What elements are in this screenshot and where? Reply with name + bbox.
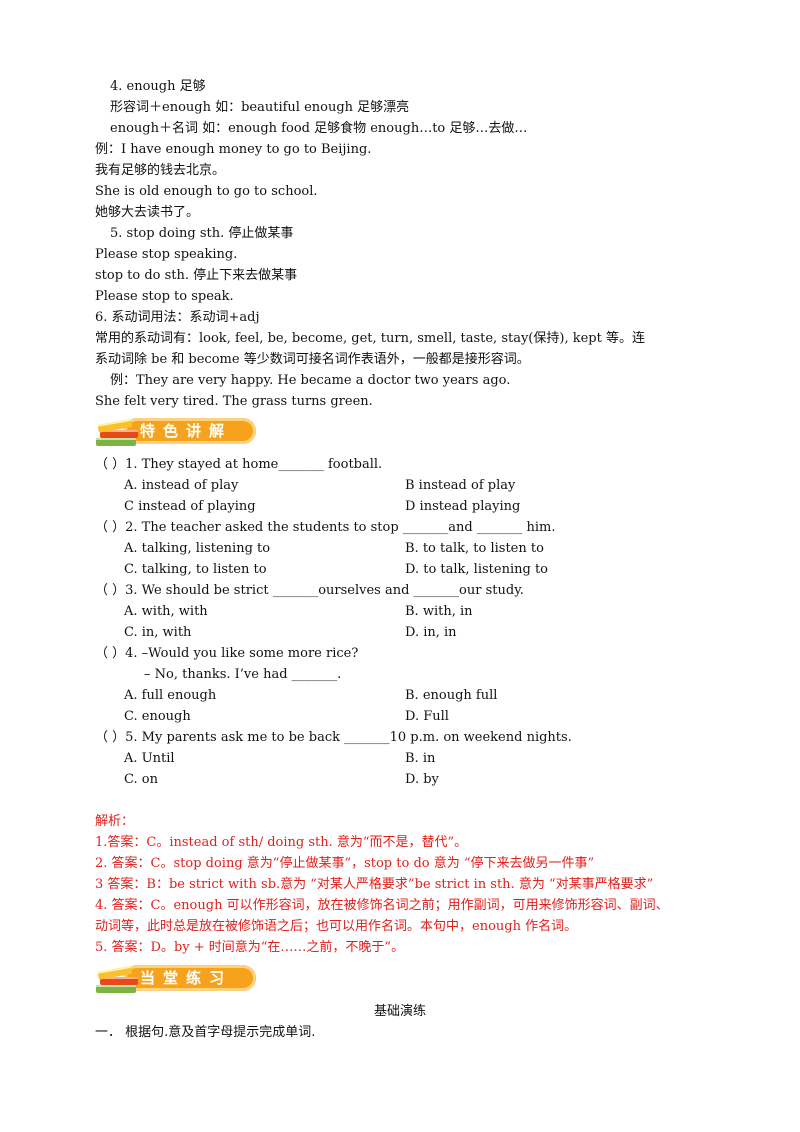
question-5-option-d: D. by — [405, 772, 439, 787]
question-1-option-c: C instead of playing — [124, 499, 256, 514]
practice-instruction: 一． 根据句.意及首字母提示完成单词. — [95, 1025, 316, 1040]
grammar-point-5-example-1: Please stop speaking. — [95, 247, 238, 262]
question-1-stem: （ ）1. They stayed at home_______ footbal… — [95, 457, 383, 472]
question-1-option-b: B instead of play — [405, 478, 516, 493]
practice-center-title: 基础演练 — [373, 1004, 426, 1019]
grammar-point-5-stop-to: stop to do sth. 停止下来去做某事 — [95, 268, 298, 283]
section-badge-title: 特色讲解 — [140, 422, 233, 440]
analysis-answer-1: 1.答案：C。instead of sth/ doing sth. 意为“而不是… — [95, 835, 468, 850]
analysis-answer-4-line-1: 4. 答案：C。enough 可以作形容词，放在被修饰名词之前；用作副词，可用来… — [95, 898, 669, 913]
section-badge-practice: 当堂练习 — [94, 961, 260, 995]
question-5-option-c: C. on — [124, 772, 158, 787]
question-3-option-c: C. in, with — [124, 625, 192, 640]
question-3-option-d: D. in, in — [405, 625, 457, 640]
question-2-option-c: C. talking, to listen to — [124, 562, 267, 577]
analysis-answer-2: 2. 答案：C。stop doing 意为“停止做某事”，stop to do … — [95, 856, 595, 871]
question-2-option-a: A. talking, listening to — [124, 541, 271, 556]
question-3-option-a: A. with, with — [124, 604, 208, 619]
question-4-option-d: D. Full — [405, 709, 449, 724]
question-1-option-d: D instead playing — [405, 499, 521, 514]
grammar-point-4-example-2-en: She is old enough to go to school. — [95, 184, 318, 199]
grammar-point-5-example-2: Please stop to speak. — [95, 289, 234, 304]
grammar-point-6-example-2: She felt very tired. The grass turns gre… — [95, 394, 373, 409]
analysis-answer-4-line-2: 动词等，此时总是放在被修饰语之后；也可以用作名词。本句中，enough 作名词。 — [95, 919, 578, 934]
grammar-point-6-heading: 6. 系动词用法：系动词+adj — [95, 310, 260, 325]
grammar-point-4-example-2-cn: 她够大去读书了。 — [95, 205, 200, 220]
question-2-option-b: B. to talk, to listen to — [405, 541, 544, 556]
books-icon — [96, 418, 138, 446]
question-4-stem-reply: – No, thanks. I’ve had _______. — [144, 667, 342, 682]
question-4-option-a: A. full enough — [124, 688, 217, 703]
section-badge-title: 当堂练习 — [140, 969, 233, 987]
grammar-point-5-heading: 5. stop doing sth. 停止做某事 — [110, 226, 294, 241]
grammar-point-4-noun: enough＋名词 如：enough food 足够食物 enough…to 足… — [110, 121, 528, 136]
analysis-label: 解析： — [95, 814, 135, 829]
question-1-option-a: A. instead of play — [124, 478, 239, 493]
question-5-option-a: A. Until — [124, 751, 175, 766]
question-4-option-c: C. enough — [124, 709, 191, 724]
grammar-point-6-common-1: 常用的系动词有：look, feel, be, become, get, tur… — [95, 331, 645, 346]
question-5-option-b: B. in — [405, 751, 436, 766]
question-4-option-b: B. enough full — [405, 688, 498, 703]
question-3-stem: （ ）3. We should be strict _______ourselv… — [95, 583, 524, 598]
section-badge-featured: 特色讲解 — [94, 414, 260, 448]
question-4-stem: （ ）4. –Would you like some more rice? — [95, 646, 359, 661]
books-icon — [96, 965, 138, 993]
analysis-answer-5: 5. 答案：D。by + 时间意为“在……之前，不晚于”。 — [95, 940, 405, 955]
question-2-stem: （ ）2. The teacher asked the students to … — [95, 520, 556, 535]
analysis-answer-3: 3 答案：B：be strict with sb.意为 “对某人严格要求”be … — [95, 877, 654, 892]
question-2-option-d: D. to talk, listening to — [405, 562, 548, 577]
grammar-point-4-example-1-en: 例：I have enough money to go to Beijing. — [95, 142, 372, 157]
grammar-point-4-adj: 形容词＋enough 如：beautiful enough 足够漂亮 — [110, 100, 410, 115]
question-3-option-b: B. with, in — [405, 604, 473, 619]
grammar-point-4-example-1-cn: 我有足够的钱去北京。 — [95, 163, 226, 178]
grammar-point-6-common-2: 系动词除 be 和 become 等少数词可接名词作表语外，一般都是接形容词。 — [95, 352, 530, 367]
grammar-point-4-heading: 4. enough 足够 — [110, 79, 206, 94]
grammar-point-6-example-1: 例：They are very happy. He became a docto… — [110, 373, 511, 388]
question-5-stem: （ ）5. My parents ask me to be back _____… — [95, 730, 572, 745]
